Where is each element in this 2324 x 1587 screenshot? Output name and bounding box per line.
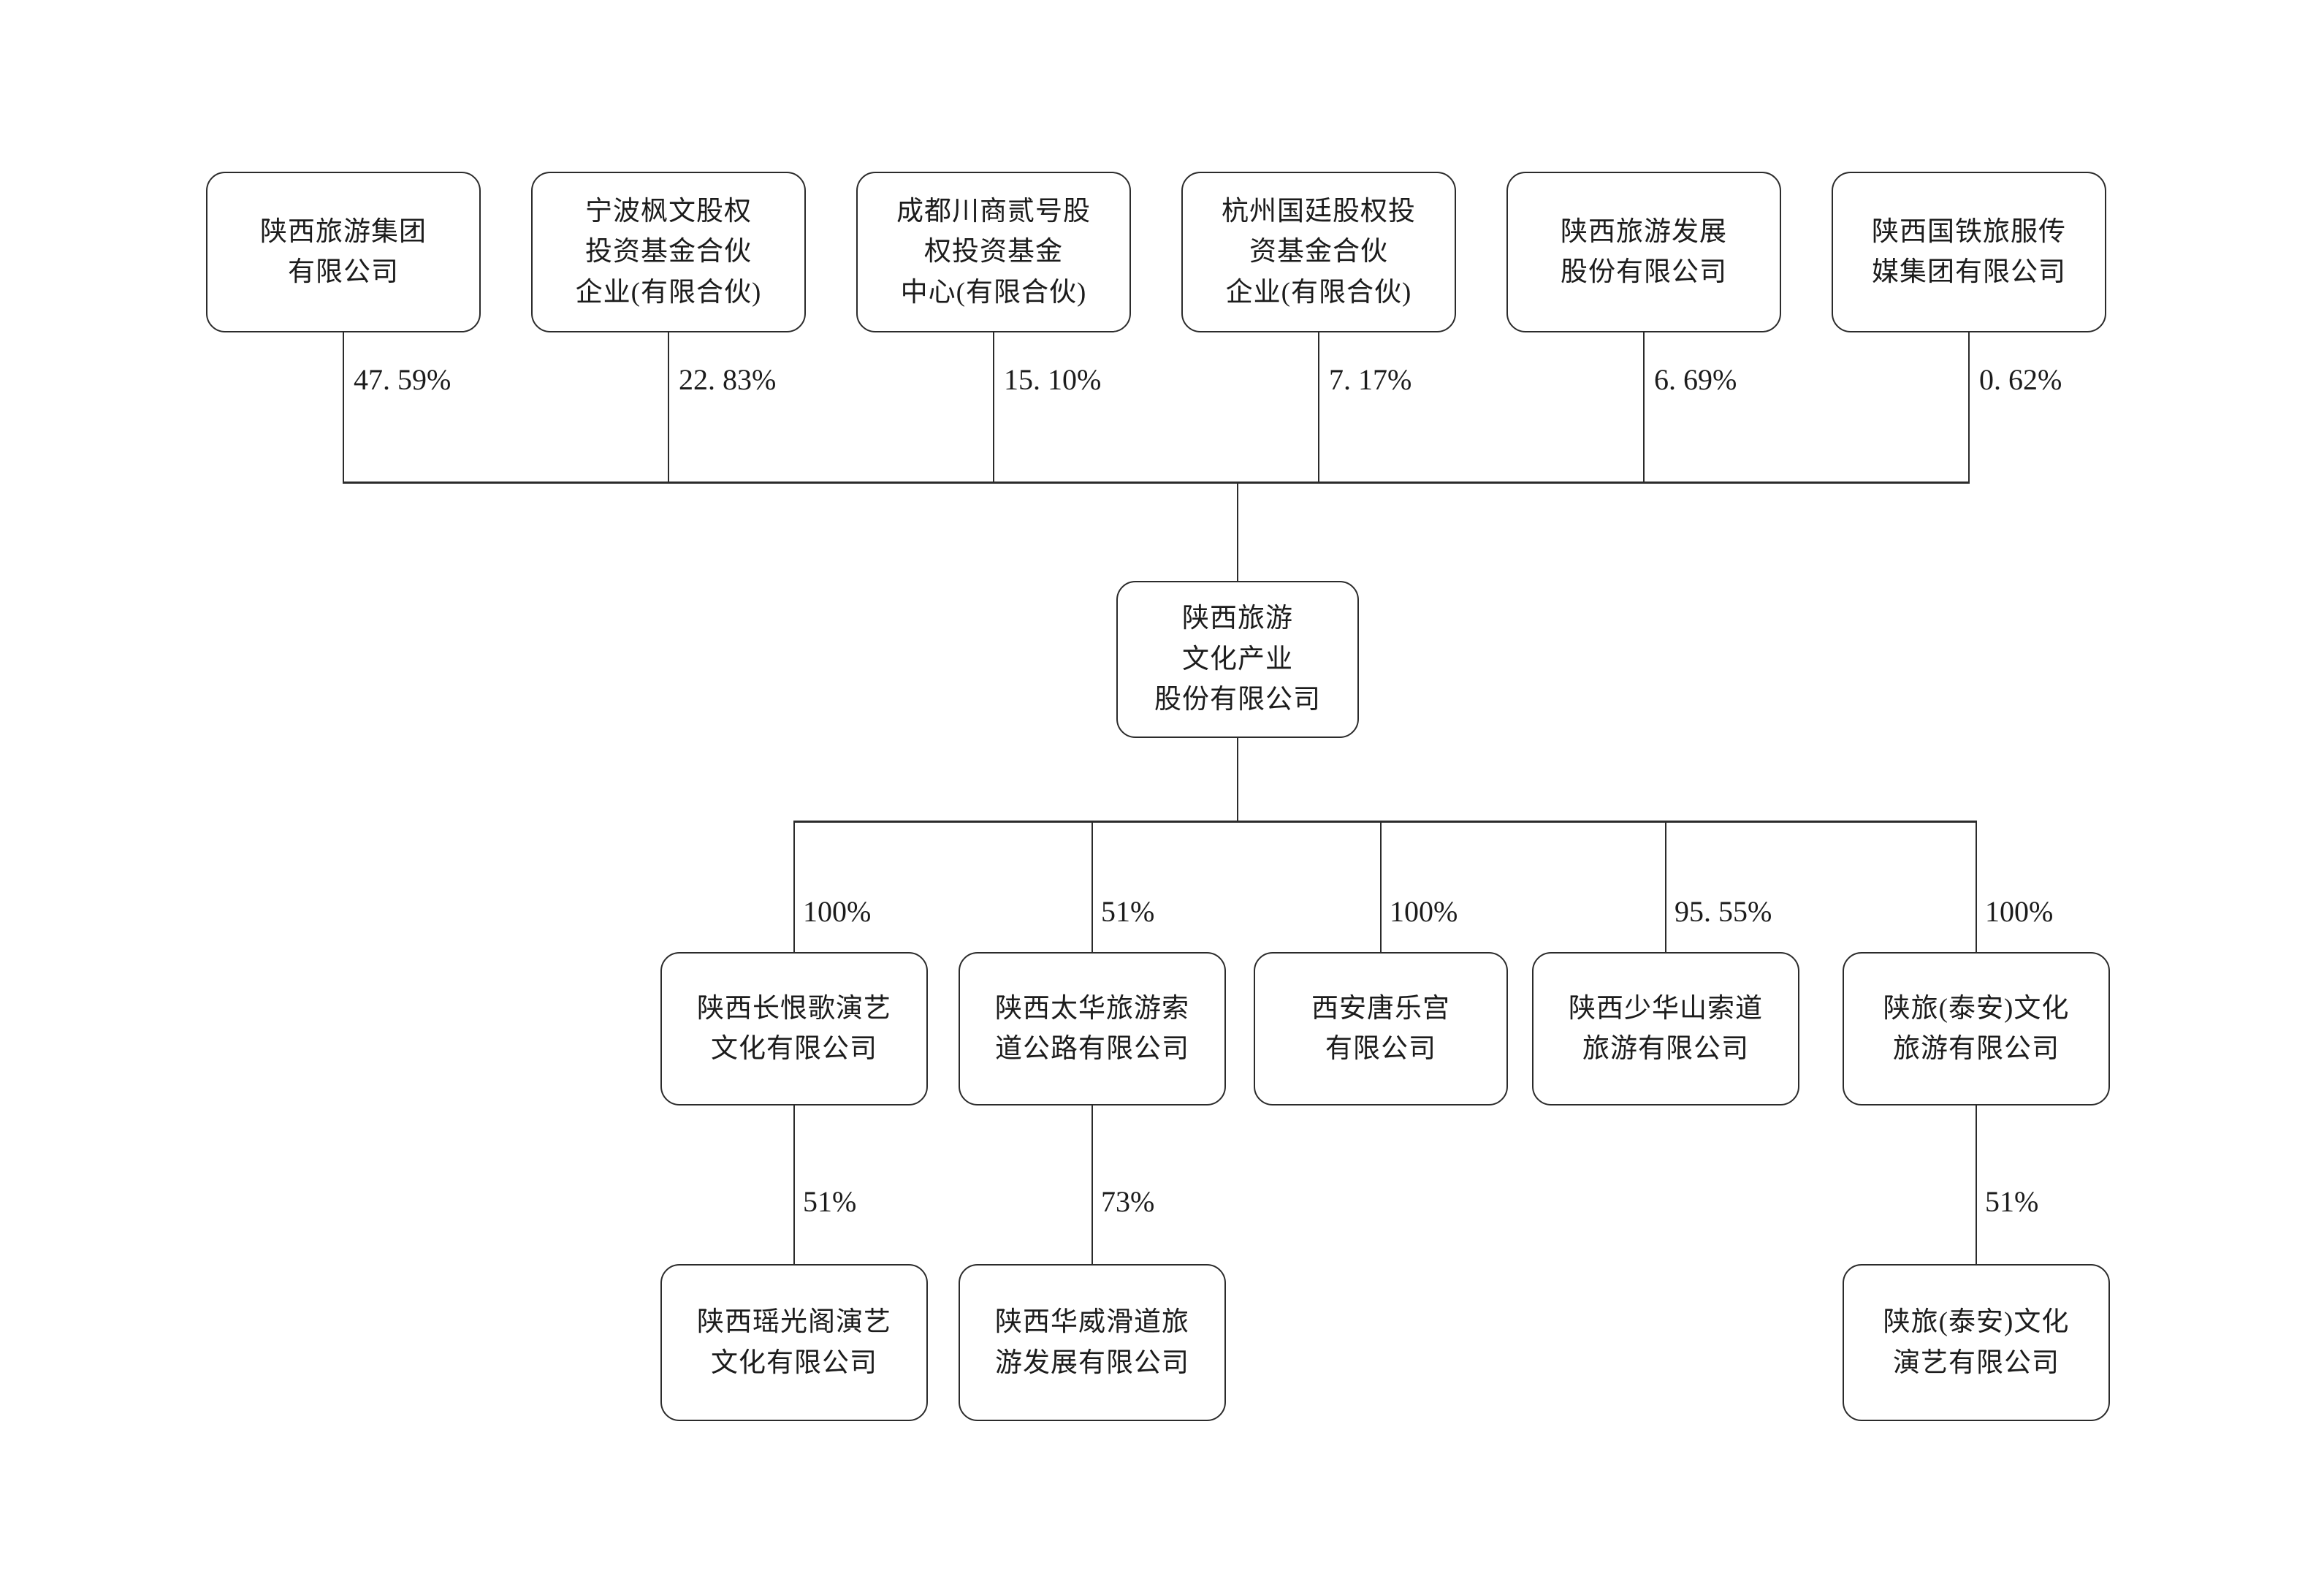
shareholder-name-1: 陕西旅游集团 有限公司 <box>260 216 427 288</box>
shareholder-box-6: 陕西国铁旅服传 媒集团有限公司 <box>1832 172 2106 332</box>
sub-subsidiary-box-2: 陕西华威滑道旅 游发展有限公司 <box>959 1264 1226 1421</box>
sub-subsidiary-name-3: 陕旅(泰安)文化 演艺有限公司 <box>1883 1307 2070 1378</box>
shareholder-box-4: 杭州国廷股权投 资基金合伙 企业(有限合伙) <box>1181 172 1456 332</box>
ownership-label-subsidiary-5: 100% <box>1985 895 2054 928</box>
connector-subsub-drop-3 <box>1976 1105 1977 1264</box>
shareholder-name-3: 成都川商贰号股 权投资基金 中心(有限合伙) <box>896 196 1091 308</box>
connector-subsub-drop-2 <box>1091 1105 1093 1264</box>
ownership-label-subsidiary-4: 95. 55% <box>1675 895 1772 928</box>
ownership-label-subsub-1: 51% <box>803 1185 857 1218</box>
connector-subsidiary-drop-5 <box>1976 822 1977 952</box>
shareholder-name-4: 杭州国廷股权投 资基金合伙 企业(有限合伙) <box>1222 196 1416 308</box>
connector-subsidiary-drop-3 <box>1380 822 1382 952</box>
connector-root-to-bus <box>1237 738 1238 822</box>
subsidiary-box-4: 陕西少华山索道 旅游有限公司 <box>1532 952 1799 1105</box>
shareholder-name-5: 陕西旅游发展 股份有限公司 <box>1561 216 1727 288</box>
ownership-label-shareholder-2: 22. 83% <box>679 363 777 396</box>
shareholder-box-5: 陕西旅游发展 股份有限公司 <box>1506 172 1781 332</box>
connector-bus-to-root <box>1237 483 1238 581</box>
connector-subsidiary-drop-1 <box>793 822 795 952</box>
connector-shareholder-drop-6 <box>1968 332 1970 483</box>
sub-subsidiary-name-2: 陕西华威滑道旅 游发展有限公司 <box>995 1307 1189 1378</box>
connector-shareholder-drop-2 <box>668 332 669 483</box>
ownership-label-subsub-3: 51% <box>1985 1185 2039 1218</box>
subsidiary-box-5: 陕旅(泰安)文化 旅游有限公司 <box>1843 952 2110 1105</box>
connector-subsidiary-bus <box>793 821 1977 823</box>
subsidiary-name-3: 西安唐乐宫 有限公司 <box>1311 993 1450 1065</box>
ownership-label-subsub-2: 73% <box>1101 1185 1155 1218</box>
shareholder-box-3: 成都川商贰号股 权投资基金 中心(有限合伙) <box>856 172 1131 332</box>
connector-shareholder-drop-4 <box>1318 332 1319 483</box>
subsidiary-name-1: 陕西长恨歌演艺 文化有限公司 <box>697 993 891 1065</box>
sub-subsidiary-name-1: 陕西瑶光阁演艺 文化有限公司 <box>697 1307 891 1378</box>
root-company-box: 陕西旅游 文化产业 股份有限公司 <box>1116 581 1359 738</box>
ownership-label-shareholder-1: 47. 59% <box>354 363 452 396</box>
ownership-label-subsidiary-2: 51% <box>1101 895 1155 928</box>
shareholder-name-6: 陕西国铁旅服传 媒集团有限公司 <box>1872 216 2066 288</box>
sub-subsidiary-box-1: 陕西瑶光阁演艺 文化有限公司 <box>660 1264 928 1421</box>
shareholder-name-2: 宁波枫文股权 投资基金合伙 企业(有限合伙) <box>575 196 762 308</box>
ownership-label-shareholder-6: 0. 62% <box>1979 363 2062 396</box>
sub-subsidiary-box-3: 陕旅(泰安)文化 演艺有限公司 <box>1843 1264 2110 1421</box>
connector-subsub-drop-1 <box>793 1105 795 1264</box>
ownership-label-shareholder-4: 7. 17% <box>1329 363 1412 396</box>
subsidiary-box-2: 陕西太华旅游索 道公路有限公司 <box>959 952 1226 1105</box>
subsidiary-name-5: 陕旅(泰安)文化 旅游有限公司 <box>1883 993 2070 1065</box>
connector-subsidiary-drop-4 <box>1665 822 1666 952</box>
subsidiary-box-3: 西安唐乐宫 有限公司 <box>1254 952 1508 1105</box>
ownership-label-subsidiary-1: 100% <box>803 895 872 928</box>
subsidiary-box-1: 陕西长恨歌演艺 文化有限公司 <box>660 952 928 1105</box>
connector-shareholder-drop-3 <box>993 332 994 483</box>
subsidiary-name-4: 陕西少华山索道 旅游有限公司 <box>1569 993 1763 1065</box>
ownership-label-shareholder-5: 6. 69% <box>1654 363 1737 396</box>
connector-shareholder-bus <box>343 482 1970 484</box>
connector-shareholder-drop-5 <box>1643 332 1645 483</box>
root-company-name: 陕西旅游 文化产业 股份有限公司 <box>1154 604 1321 715</box>
shareholder-box-2: 宁波枫文股权 投资基金合伙 企业(有限合伙) <box>531 172 806 332</box>
subsidiary-name-2: 陕西太华旅游索 道公路有限公司 <box>995 993 1189 1065</box>
connector-shareholder-drop-1 <box>343 332 344 483</box>
ownership-label-shareholder-3: 15. 10% <box>1004 363 1102 396</box>
shareholder-box-1: 陕西旅游集团 有限公司 <box>206 172 481 332</box>
ownership-label-subsidiary-3: 100% <box>1390 895 1458 928</box>
connector-subsidiary-drop-2 <box>1091 822 1093 952</box>
